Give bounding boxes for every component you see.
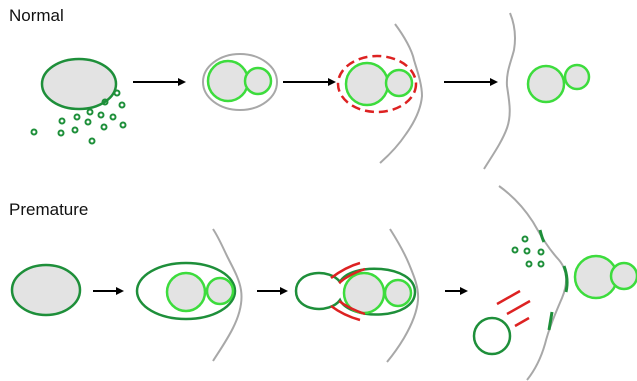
premature-stage-3: [294, 228, 420, 363]
normal-stage-1: [30, 57, 127, 145]
premature-stage-2: [135, 228, 243, 362]
premature-stage-1: [10, 263, 82, 317]
normal-stage-2: [202, 53, 278, 111]
premature-stage-4: [472, 185, 637, 381]
normal-stage-4: [483, 12, 591, 170]
row-label-premature: Premature: [9, 200, 89, 219]
vesicle-cluster: [30, 89, 127, 145]
row-label-normal: Normal: [9, 6, 64, 25]
normal-stage-3: [336, 23, 424, 164]
